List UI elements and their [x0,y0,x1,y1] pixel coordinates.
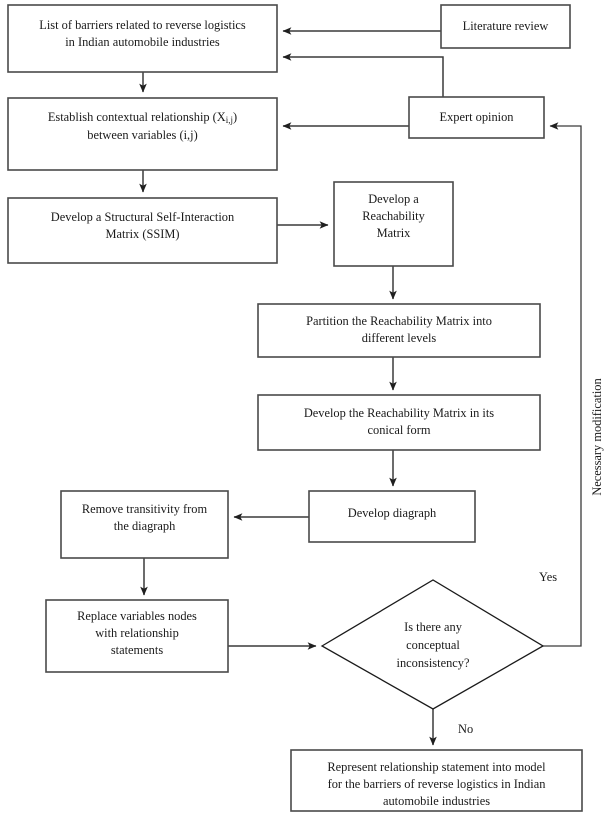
node-literature-review-label: Literature review [463,19,549,33]
contextual-line1-pre: Establish contextual relationship (X [48,110,226,124]
node-ssim-line-2: Matrix (SSIM) [106,227,180,241]
contextual-line1-post: ) [233,110,237,124]
node-conical-form[interactable]: Develop the Reachability Matrix in its c… [257,394,541,451]
node-replace-variables-line-3: statements [111,643,163,657]
node-ssim[interactable]: Develop a Structural Self-Interaction Ma… [7,197,278,264]
node-final-model-line-3: automobile industries [383,794,490,808]
contextual-line1-sub: i,j [226,115,233,125]
edge-label-yes: Yes [539,570,557,584]
node-partition-line-2: different levels [362,331,437,345]
node-barriers-list-line-2: in Indian automobile industries [65,35,220,49]
edge-label-necessary-modification: Necessary modification [590,378,604,495]
node-final-model[interactable]: Represent relationship statement into mo… [290,749,583,812]
node-decision-line-1: Is there any [404,620,463,634]
node-reachability-matrix-line-1: Develop a [368,192,419,206]
node-remove-transitivity-line-2: the diagraph [114,519,176,533]
node-final-model-line-1: Represent relationship statement into mo… [327,760,546,774]
node-decision-inconsistency[interactable]: Is there any conceptual inconsistency? [320,579,545,710]
edge-expert-to-barriers [282,53,444,97]
edge-decision-yes-loop [543,122,582,647]
node-replace-variables[interactable]: Replace variables nodes with relationshi… [45,599,229,673]
node-partition[interactable]: Partition the Reachability Matrix into d… [257,303,541,358]
node-contextual-relationship-line-1: Establish contextual relationship (Xi,j) [48,110,237,125]
node-barriers-list-line-1: List of barriers related to reverse logi… [39,18,246,32]
node-decision-line-3: inconsistency? [397,656,470,670]
node-ssim-line-1: Develop a Structural Self-Interaction [51,210,234,224]
node-decision-line-2: conceptual [406,638,460,652]
node-conical-form-line-1: Develop the Reachability Matrix in its [304,406,494,420]
node-conical-form-line-2: conical form [368,423,431,437]
node-contextual-relationship[interactable]: Establish contextual relationship (Xi,j)… [7,97,278,171]
node-partition-line-1: Partition the Reachability Matrix into [306,314,492,328]
node-contextual-relationship-line-2: between variables (i,j) [87,128,197,142]
edge-label-no: No [458,722,473,736]
node-reachability-matrix[interactable]: Develop a Reachability Matrix [333,181,454,267]
node-reachability-matrix-line-2: Reachability [362,209,425,223]
node-replace-variables-line-2: with relationship [95,626,179,640]
node-replace-variables-line-1: Replace variables nodes [77,609,197,623]
node-expert-opinion[interactable]: Expert opinion [408,96,545,139]
node-develop-diagraph[interactable]: Develop diagraph [308,490,476,543]
node-expert-opinion-label: Expert opinion [440,110,514,124]
node-final-model-line-2: for the barriers of reverse logistics in… [328,777,546,791]
node-remove-transitivity-line-1: Remove transitivity from [82,502,208,516]
node-literature-review[interactable]: Literature review [440,4,571,49]
node-barriers-list[interactable]: List of barriers related to reverse logi… [7,4,278,73]
node-develop-diagraph-label: Develop diagraph [348,506,437,520]
node-reachability-matrix-line-3: Matrix [377,226,412,240]
node-remove-transitivity[interactable]: Remove transitivity from the diagraph [60,490,229,559]
